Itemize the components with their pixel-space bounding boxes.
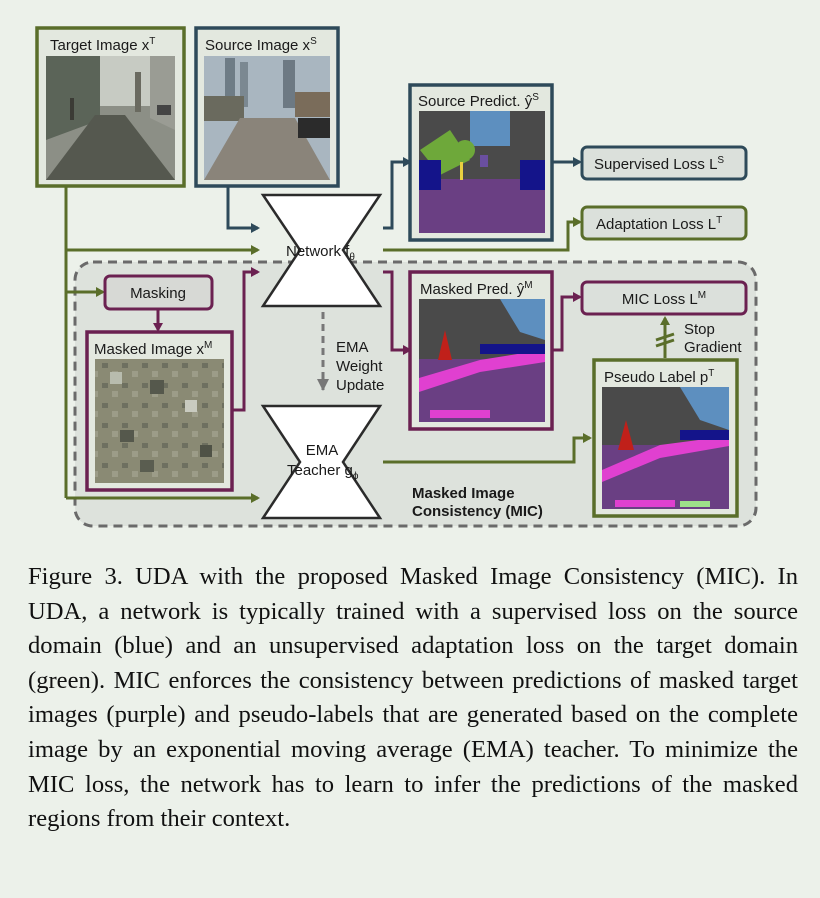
ema-update-label-2: Weight — [336, 358, 383, 375]
target-street-photo — [46, 56, 175, 180]
figure-caption: Figure 3. UDA with the proposed Masked I… — [28, 563, 798, 833]
supervised-loss-label: Supervised Loss LS — [594, 155, 724, 173]
teacher-to-pseudo-label-arrow — [383, 433, 592, 464]
mic-region-label-1: Masked Image — [412, 485, 515, 502]
masking-box — [103, 274, 214, 311]
teacher-label-1: EMA — [306, 442, 339, 459]
teacher-label-2: Teacher gϕ — [287, 462, 359, 482]
source-game-photo — [204, 56, 330, 180]
masked-pred-segmentation — [419, 299, 545, 422]
stop-gradient-label-2: Gradient — [684, 339, 742, 356]
stop-gradient-label-1: Stop — [684, 321, 715, 338]
masked-image-to-network-arrow — [232, 267, 260, 412]
mic-loss-label: MIC Loss LM — [622, 290, 706, 308]
masked-pred-label: Masked Pred. ŷM — [420, 280, 533, 298]
source-to-network-arrow — [226, 186, 260, 233]
masked-image-photo — [95, 359, 224, 483]
source-segmentation — [419, 111, 545, 233]
pseudo-label-label: Pseudo Label pT — [604, 368, 714, 386]
source-predict-label: Source Predict. ŷS — [418, 92, 539, 110]
masked-pred-to-mic-loss-arrow — [552, 292, 582, 352]
source-image-label: Source Image xS — [205, 36, 317, 54]
network-to-adaptation-loss-arrow — [383, 217, 582, 252]
masked-image-label: Masked Image xM — [94, 340, 212, 358]
mic-loss-box — [580, 280, 748, 316]
network-label: Network fθ — [286, 243, 355, 263]
ema-update-label-1: EMA — [336, 339, 369, 356]
supervised-loss-box — [580, 145, 748, 181]
ema-teacher-hourglass — [260, 404, 383, 520]
adaptation-loss-label: Adaptation Loss LT — [596, 215, 722, 233]
network-to-masked-pred-arrow — [383, 270, 412, 355]
adaptation-loss-box — [580, 205, 748, 241]
network-hourglass — [260, 193, 383, 308]
masking-label: Masking — [130, 285, 186, 302]
uda-mic-diagram: Target Image xT Source Image xS Network … — [35, 26, 758, 528]
mic-region-label-2: Consistency (MIC) — [412, 503, 543, 520]
network-to-source-predict-arrow — [383, 157, 412, 230]
pseudo-label-segmentation — [602, 387, 729, 509]
target-image-label: Target Image xT — [50, 36, 155, 54]
stop-gradient-mark — [655, 332, 675, 348]
ema-update-label-3: Update — [336, 377, 384, 394]
